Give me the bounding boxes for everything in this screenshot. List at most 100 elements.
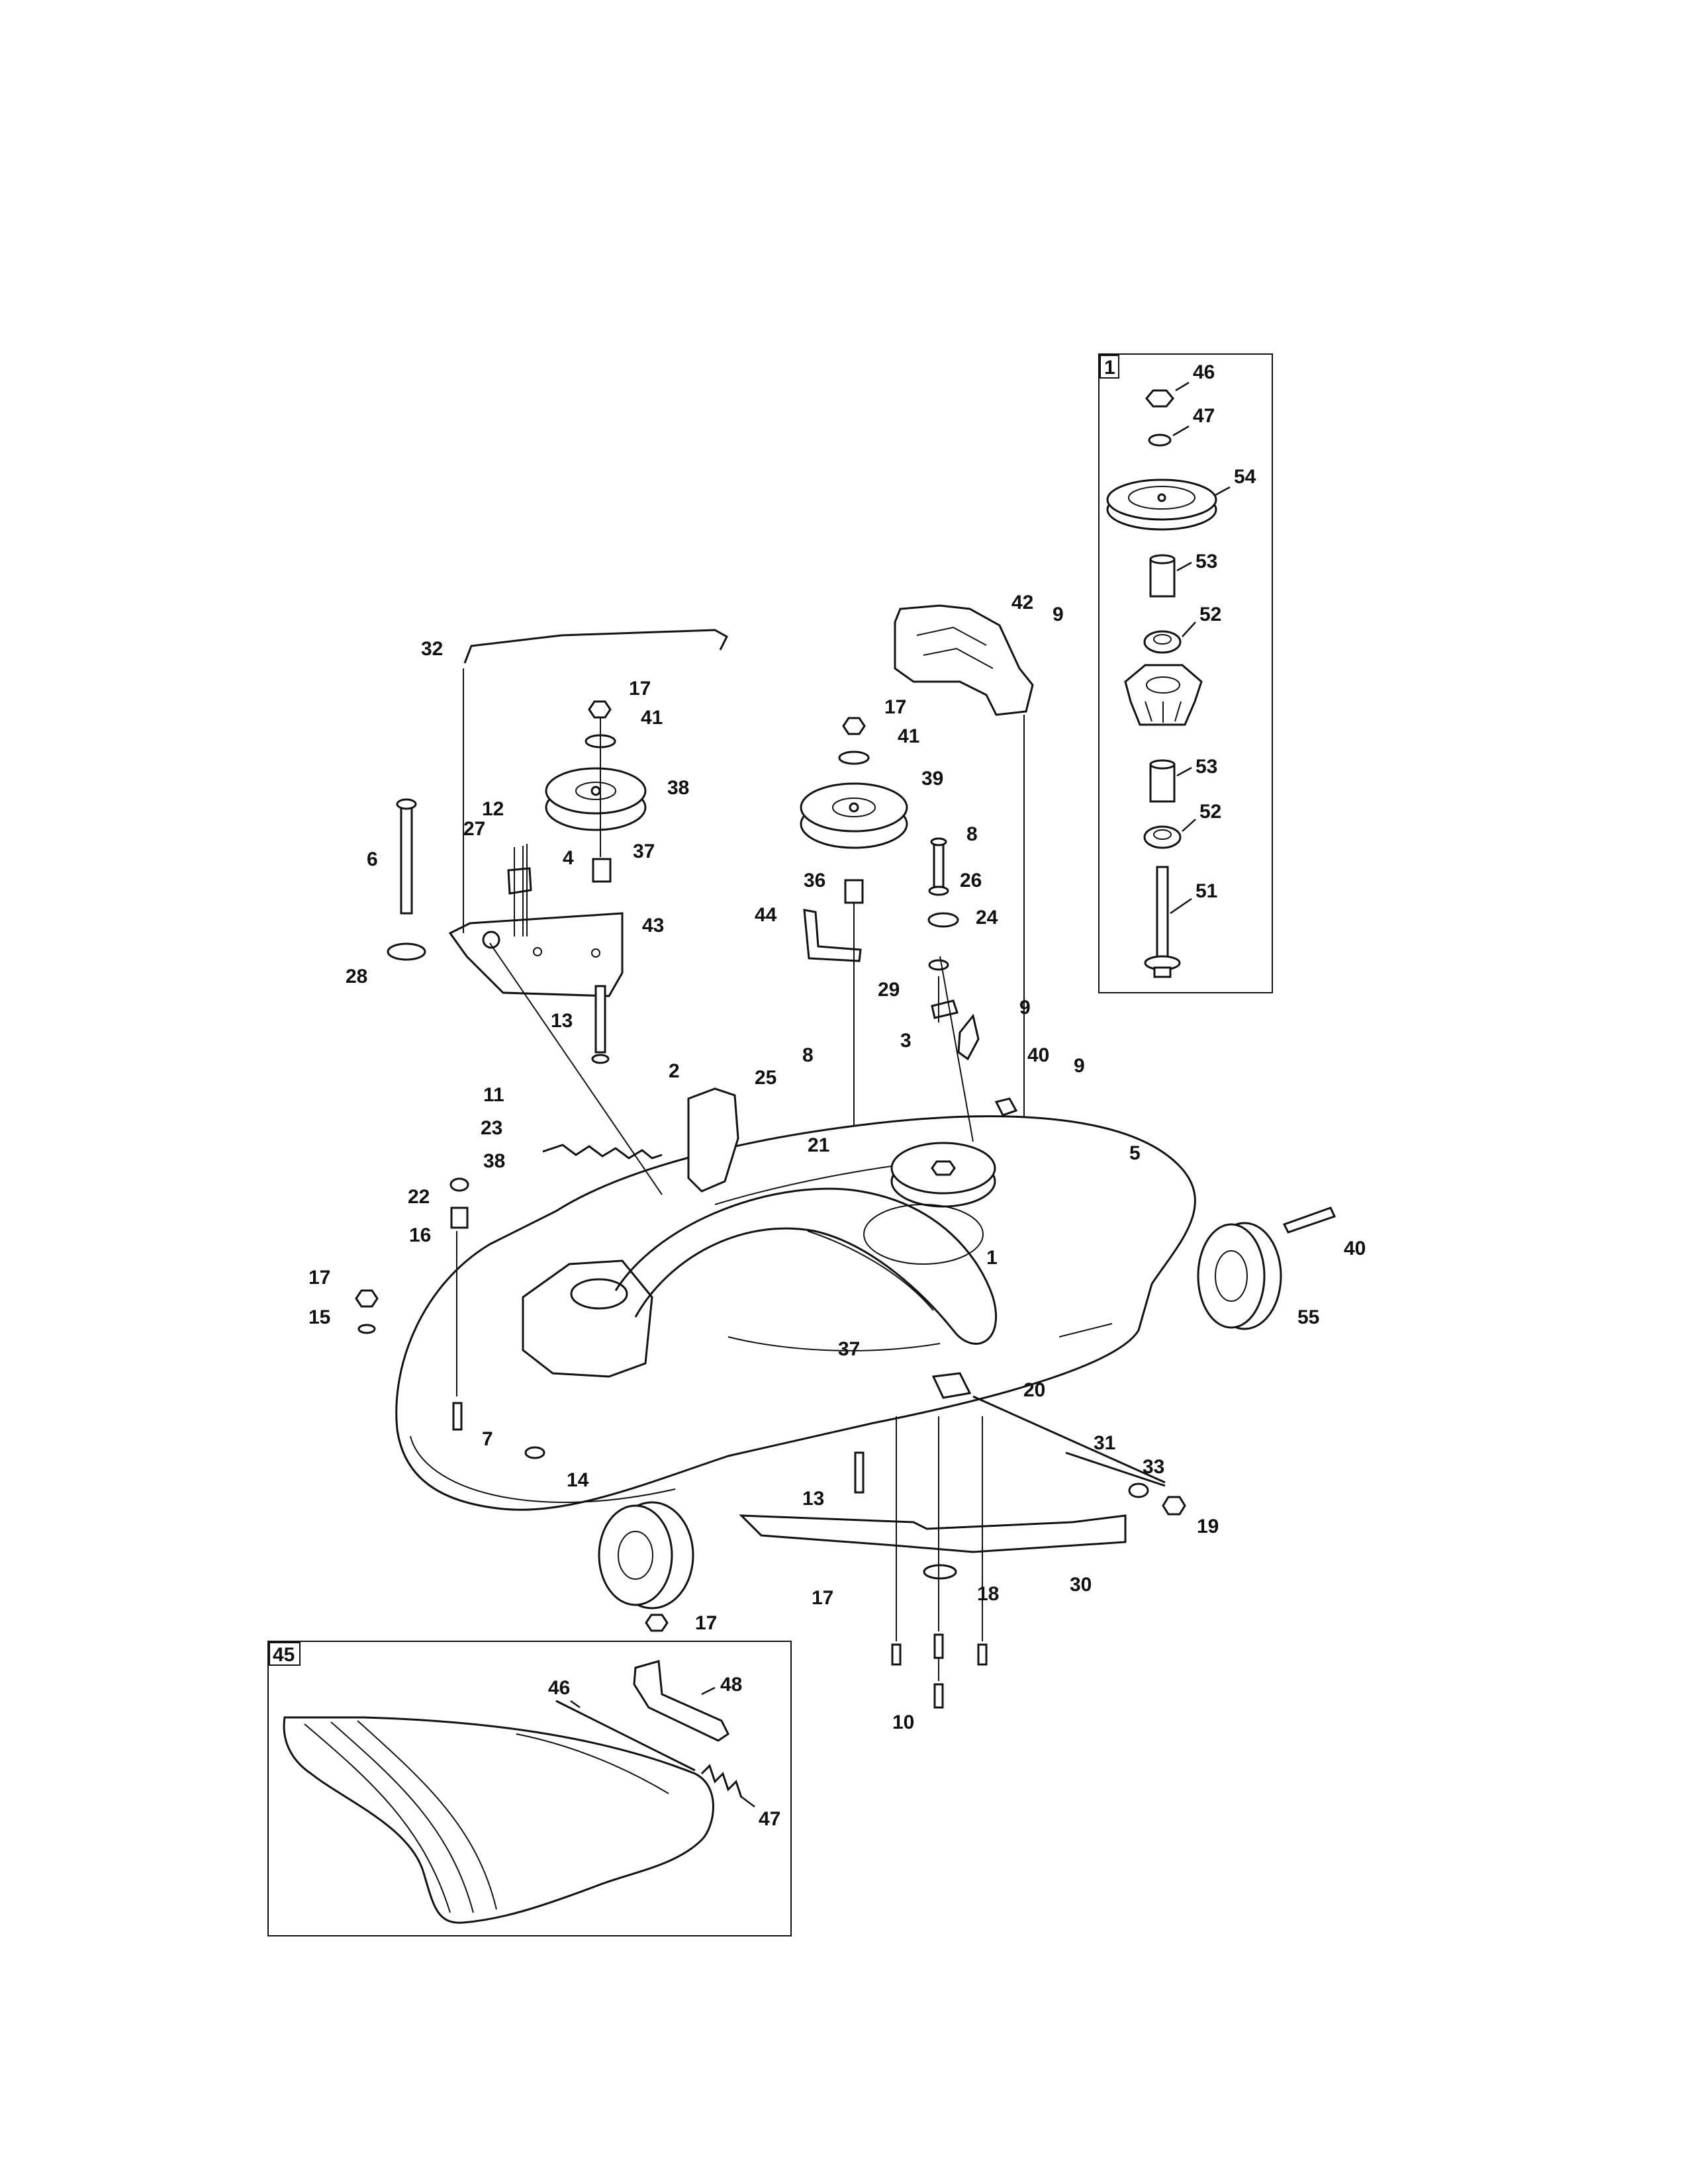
callout-52-upper: 52: [1182, 604, 1221, 637]
callout-55: 55: [1297, 1306, 1319, 1328]
callout-12: 12: [482, 798, 504, 820]
rod: [463, 629, 728, 664]
callout-53-lower: 53: [1176, 756, 1217, 778]
inset-label: 45: [273, 1644, 295, 1666]
callout-8: 8: [966, 823, 978, 845]
spindle-shaft: [1144, 866, 1181, 978]
hinge-rod: [555, 1700, 696, 1772]
callout-54: 54: [1215, 466, 1256, 496]
callout-13: 13: [551, 1010, 573, 1032]
callout-46: 46: [548, 1677, 581, 1709]
spindle-housing: [1124, 664, 1203, 726]
svg-text:52: 52: [1199, 801, 1221, 823]
callout-53-upper: 53: [1176, 551, 1217, 572]
callout-47: 47: [741, 1796, 780, 1830]
callout-13: 13: [802, 1488, 824, 1510]
callout-34: 36: [804, 870, 825, 891]
inset-discharge-chute: 45 46 47 48: [267, 1641, 792, 1936]
callout-49: 46: [1175, 361, 1215, 392]
bolt: [400, 806, 413, 915]
callout-10: 11: [483, 1084, 504, 1106]
callout-37: 37: [838, 1338, 860, 1360]
callout-48: 48: [701, 1674, 742, 1696]
callout-14: 14: [567, 1469, 589, 1491]
callout-18: 18: [977, 1583, 999, 1605]
callout-33: 33: [1143, 1456, 1164, 1478]
callout-2: 2: [669, 1060, 680, 1082]
callout-27: 27: [463, 818, 485, 840]
mower-deck: [355, 942, 1336, 1709]
callout-3: 3: [900, 1030, 912, 1052]
svg-text:54: 54: [1234, 466, 1256, 488]
spindle-pulley: [1106, 478, 1217, 531]
right-idler-assembly: [800, 717, 980, 1211]
callout-23: 23: [481, 1117, 502, 1139]
callout-15: 15: [308, 1306, 330, 1328]
callout-42: 42: [1011, 592, 1033, 614]
washer: [387, 942, 426, 961]
callout-20: 20: [1023, 1379, 1045, 1401]
callout-7: 7: [482, 1428, 493, 1450]
spindle-washer: [1148, 433, 1172, 447]
svg-text:53: 53: [1196, 551, 1217, 572]
callout-25: 25: [755, 1067, 776, 1089]
callout-11: 10: [892, 1711, 914, 1733]
chute: [283, 1716, 714, 1924]
inset-spindle-assembly: 1: [1098, 353, 1273, 993]
idler-pulley: [545, 767, 647, 831]
gauge-wheel-left: [598, 1501, 694, 1610]
callout-26: 26: [960, 870, 982, 891]
idler-pulley: [800, 782, 908, 849]
callout-22: 22: [408, 1186, 430, 1208]
callout-1: 1: [986, 1247, 998, 1269]
callout-17: 17: [812, 1587, 833, 1609]
idler-bracket: [448, 912, 624, 997]
callout-50: 47: [1172, 405, 1215, 437]
callout-17: 17: [308, 1267, 330, 1289]
callout-32: 32: [421, 638, 443, 660]
svg-text:53: 53: [1196, 756, 1217, 778]
svg-text:48: 48: [720, 1674, 742, 1696]
callout-19: 19: [1197, 1516, 1219, 1537]
left-idler-assembly: [387, 629, 728, 1064]
callout-4: 4: [563, 847, 574, 869]
svg-text:52: 52: [1199, 604, 1221, 625]
svg-text:47: 47: [1193, 405, 1215, 427]
callout-51: 51: [1170, 880, 1217, 915]
callout-5: 5: [1129, 1142, 1141, 1164]
callout-38: 38: [667, 777, 689, 799]
callout-35: 37: [633, 841, 655, 862]
spindle-bearing-upper: [1143, 630, 1182, 654]
spindle-spacer-upper: [1149, 554, 1176, 598]
callout-17: 17: [629, 678, 651, 700]
callout-39: 40: [1344, 1238, 1366, 1259]
gauge-wheel-right: [1197, 1222, 1282, 1330]
inset-label: 1: [1104, 357, 1115, 379]
callout-44: 44: [755, 904, 777, 926]
callout-28: 28: [346, 966, 367, 987]
callout-43: 43: [642, 915, 664, 936]
callout-9: 9: [1053, 604, 1064, 625]
spindle-bearing-lower: [1143, 825, 1182, 849]
callout-52-lower: 52: [1182, 801, 1221, 832]
callout-30: 30: [1070, 1574, 1092, 1596]
callout-9: 9: [1074, 1055, 1085, 1077]
callout-17: 17: [695, 1612, 717, 1634]
callout-41: 41: [898, 725, 919, 747]
callout-36: 38: [483, 1150, 505, 1172]
callout-8: 8: [802, 1044, 814, 1066]
spindle-nut: [1145, 389, 1174, 408]
callout-40: 40: [1027, 1044, 1049, 1066]
callout-17: 17: [884, 696, 906, 718]
svg-text:47: 47: [759, 1808, 780, 1830]
callout-38: 39: [921, 768, 943, 790]
spindle-spacer-lower: [1149, 759, 1176, 803]
callout-24: 24: [976, 907, 998, 929]
callouts-main: 32 17 41 38 12 27 6 4 37 43 28 13 42 9 1…: [308, 592, 1366, 1733]
callout-29: 29: [878, 979, 900, 1001]
callout-16: 16: [409, 1224, 431, 1246]
callout-21: 21: [808, 1134, 829, 1156]
callout-9: 9: [1019, 997, 1031, 1019]
callout-31: 31: [1094, 1432, 1115, 1454]
